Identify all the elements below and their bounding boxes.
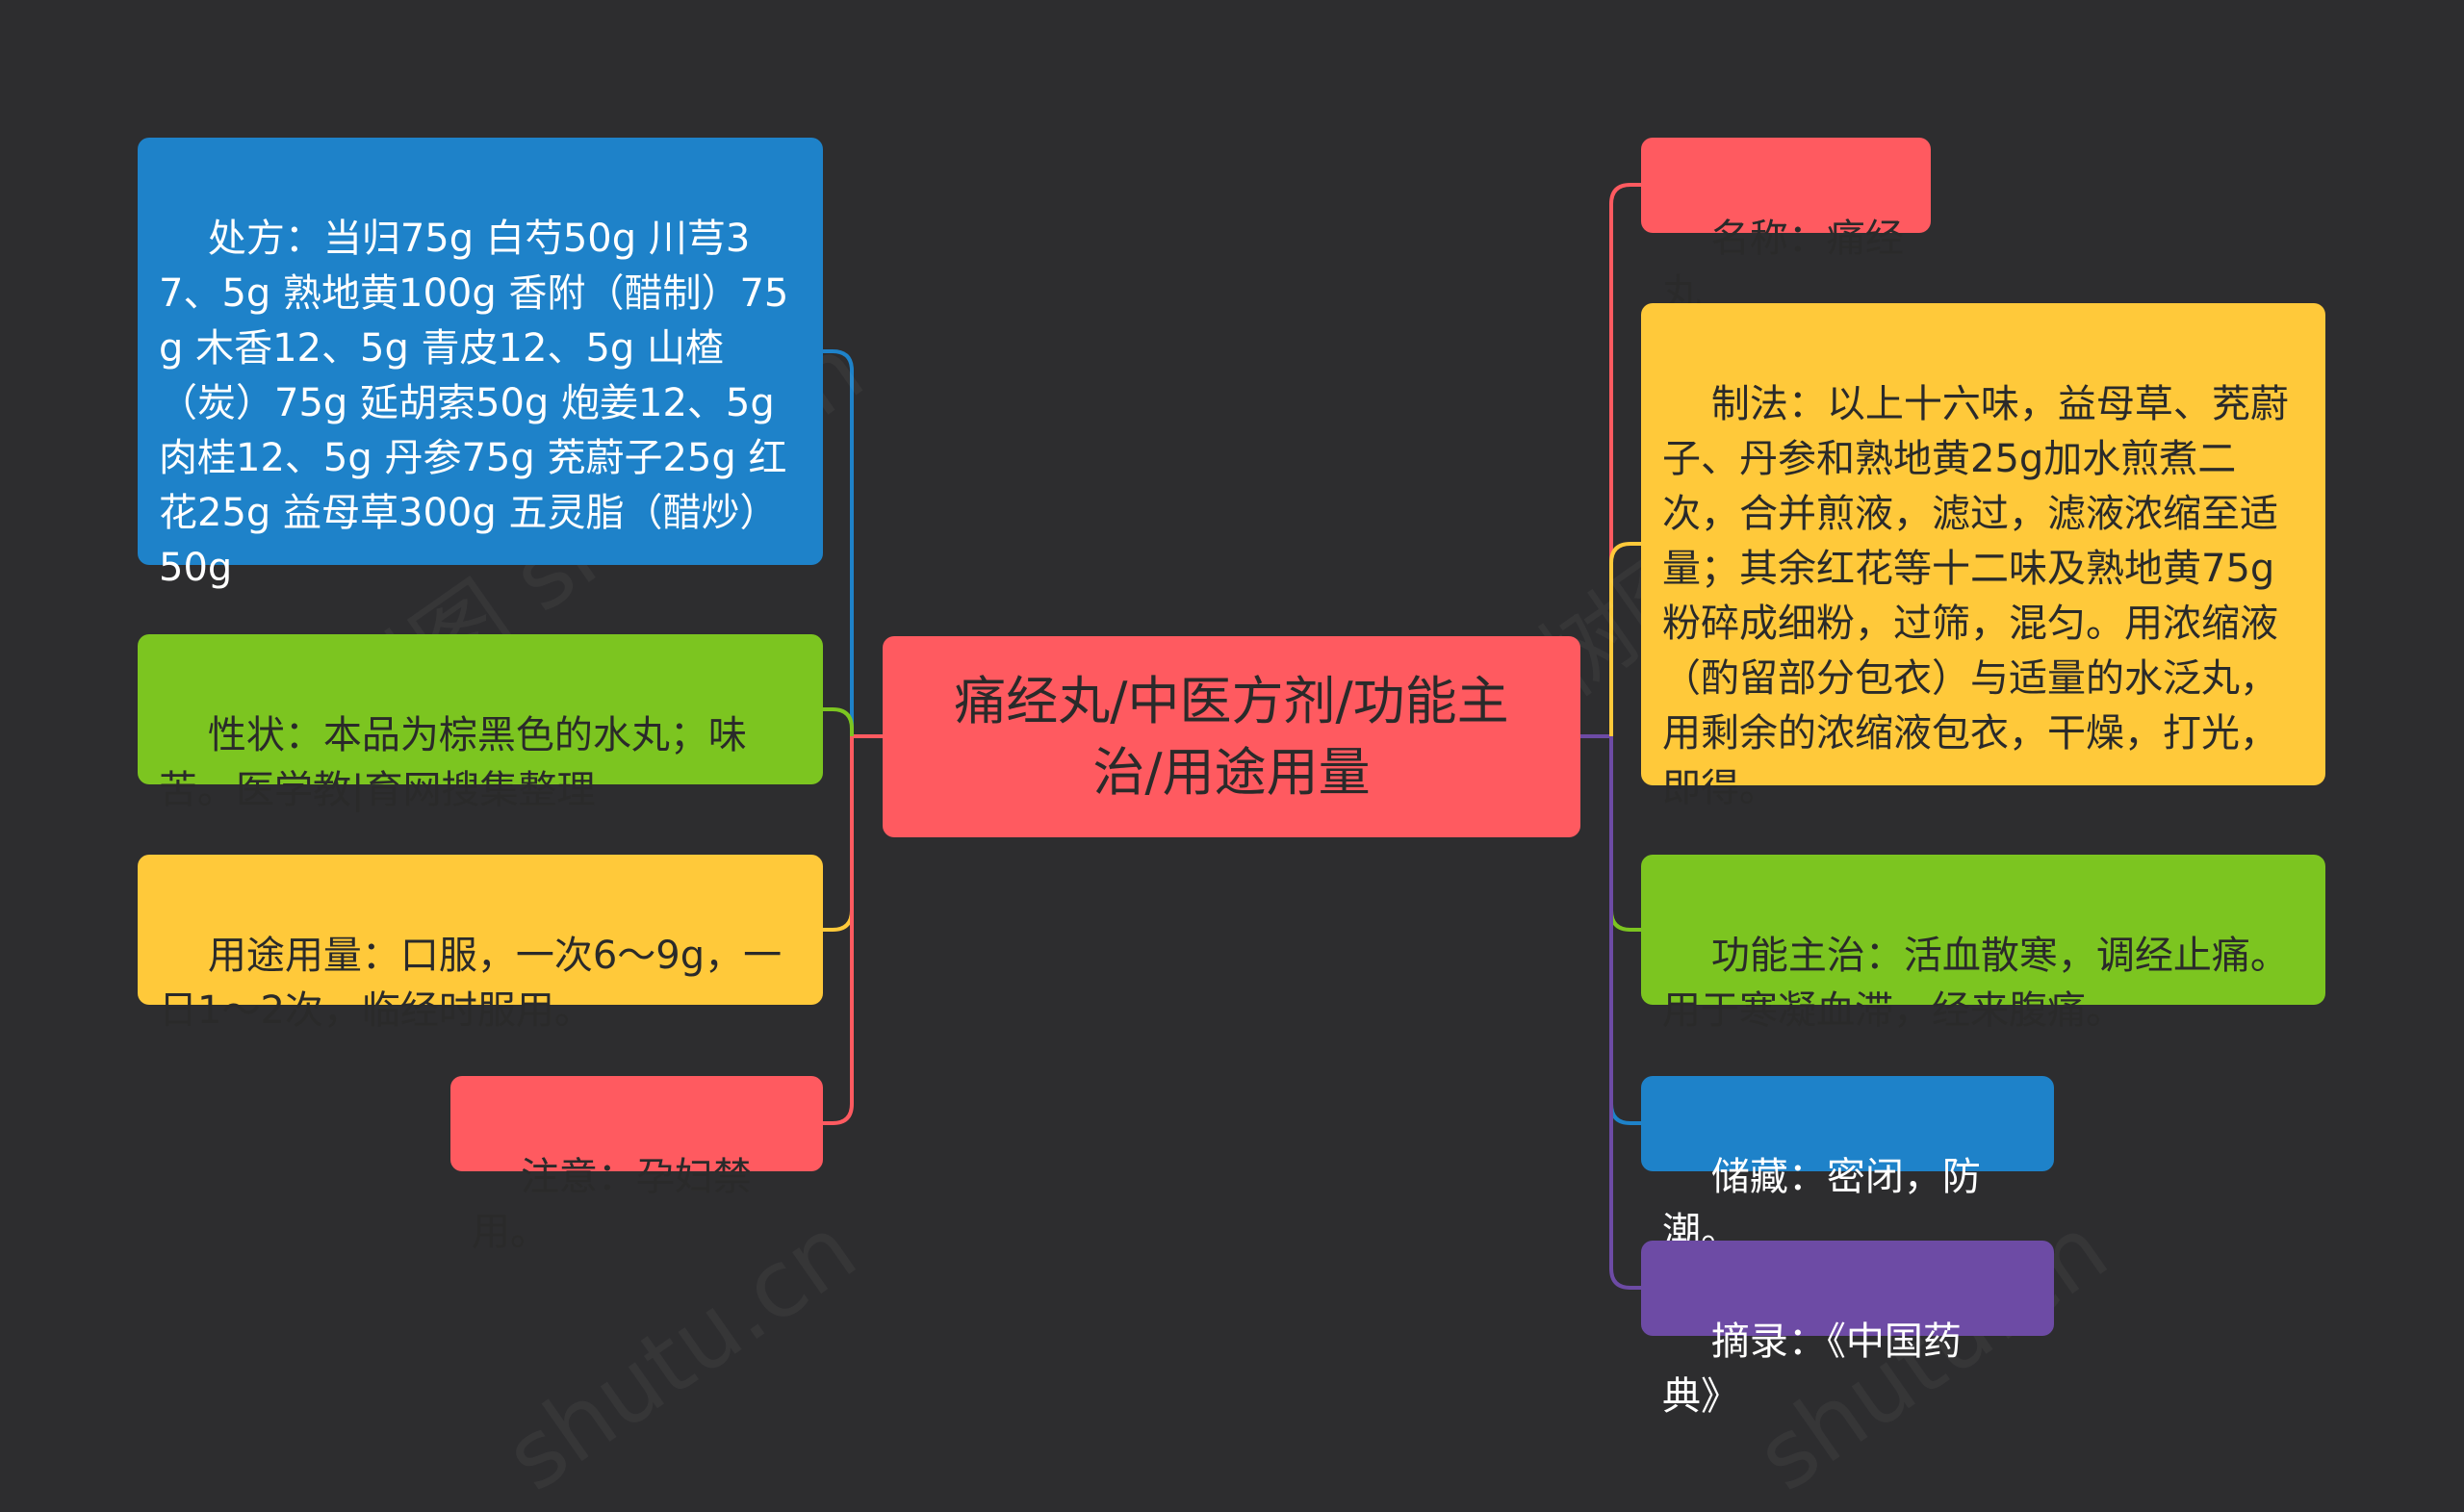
connector-line-left [823,349,854,736]
connector-line-left [823,736,854,932]
connector-line-left [823,707,854,736]
node-source[interactable]: 摘录：《中国药典》 [1641,1241,2054,1419]
node-usage-text: 用途用量：口服，一次6～9g，一日1～2次，临经时服用。 [159,934,783,1033]
connector-line-right [1609,736,1641,1290]
connector-line-left [823,736,854,1125]
central-topic[interactable]: 痛经丸/中医方剂/功能主治/用途用量 [883,636,1580,837]
node-name[interactable]: 名称：痛经丸 [1641,138,1931,316]
node-source-text: 摘录：《中国药典》 [1662,1320,1962,1419]
connector-lines [823,183,1641,1290]
central-topic-label: 痛经丸/中医方剂/功能主治/用途用量 [954,670,1509,803]
node-method[interactable]: 制法：以上十六味，益母草、茺蔚子、丹参和熟地黄25g加水煎煮二次，合并煎液，滤过… [1641,303,2325,810]
connector-line-right [1609,183,1641,736]
node-storage[interactable]: 储藏：密闭，防潮。 [1641,1076,2054,1254]
mind-map-canvas: 树图 shutu.cn 树图 shutu.cn shutu.cn shutu.c… [138,138,2325,1419]
node-method-text: 制法：以上十六味，益母草、茺蔚子、丹参和熟地黄25g加水煎煮二次，合并煎液，滤过… [1662,382,2289,810]
connector-line-right [1609,542,1641,736]
node-properties[interactable]: 性状：本品为棕黑色的水丸；味苦。医学教|育网搜集整理 [138,634,823,812]
node-caution-text: 注意：孕妇禁用。 [472,1155,752,1254]
node-properties-text: 性状：本品为棕黑色的水丸；味苦。医学教|育网搜集整理 [159,713,747,812]
node-caution[interactable]: 注意：孕妇禁用。 [450,1076,823,1254]
node-function-text: 功能主治：活血散寒，调经止痛。用于寒凝血滞，经来腹痛。 [1662,934,2289,1033]
node-prescription[interactable]: 处方：当归75g 白芍50g 川芎37、5g 熟地黄100g 香附（醋制）75g… [138,138,823,590]
node-function[interactable]: 功能主治：活血散寒，调经止痛。用于寒凝血滞，经来腹痛。 [1641,855,2325,1033]
node-usage[interactable]: 用途用量：口服，一次6～9g，一日1～2次，临经时服用。 [138,855,823,1033]
connector-line-right [1609,736,1641,932]
node-prescription-text: 处方：当归75g 白芍50g 川芎37、5g 熟地黄100g 香附（醋制）75g… [159,217,789,590]
node-name-text: 名称：痛经丸 [1662,217,1904,316]
